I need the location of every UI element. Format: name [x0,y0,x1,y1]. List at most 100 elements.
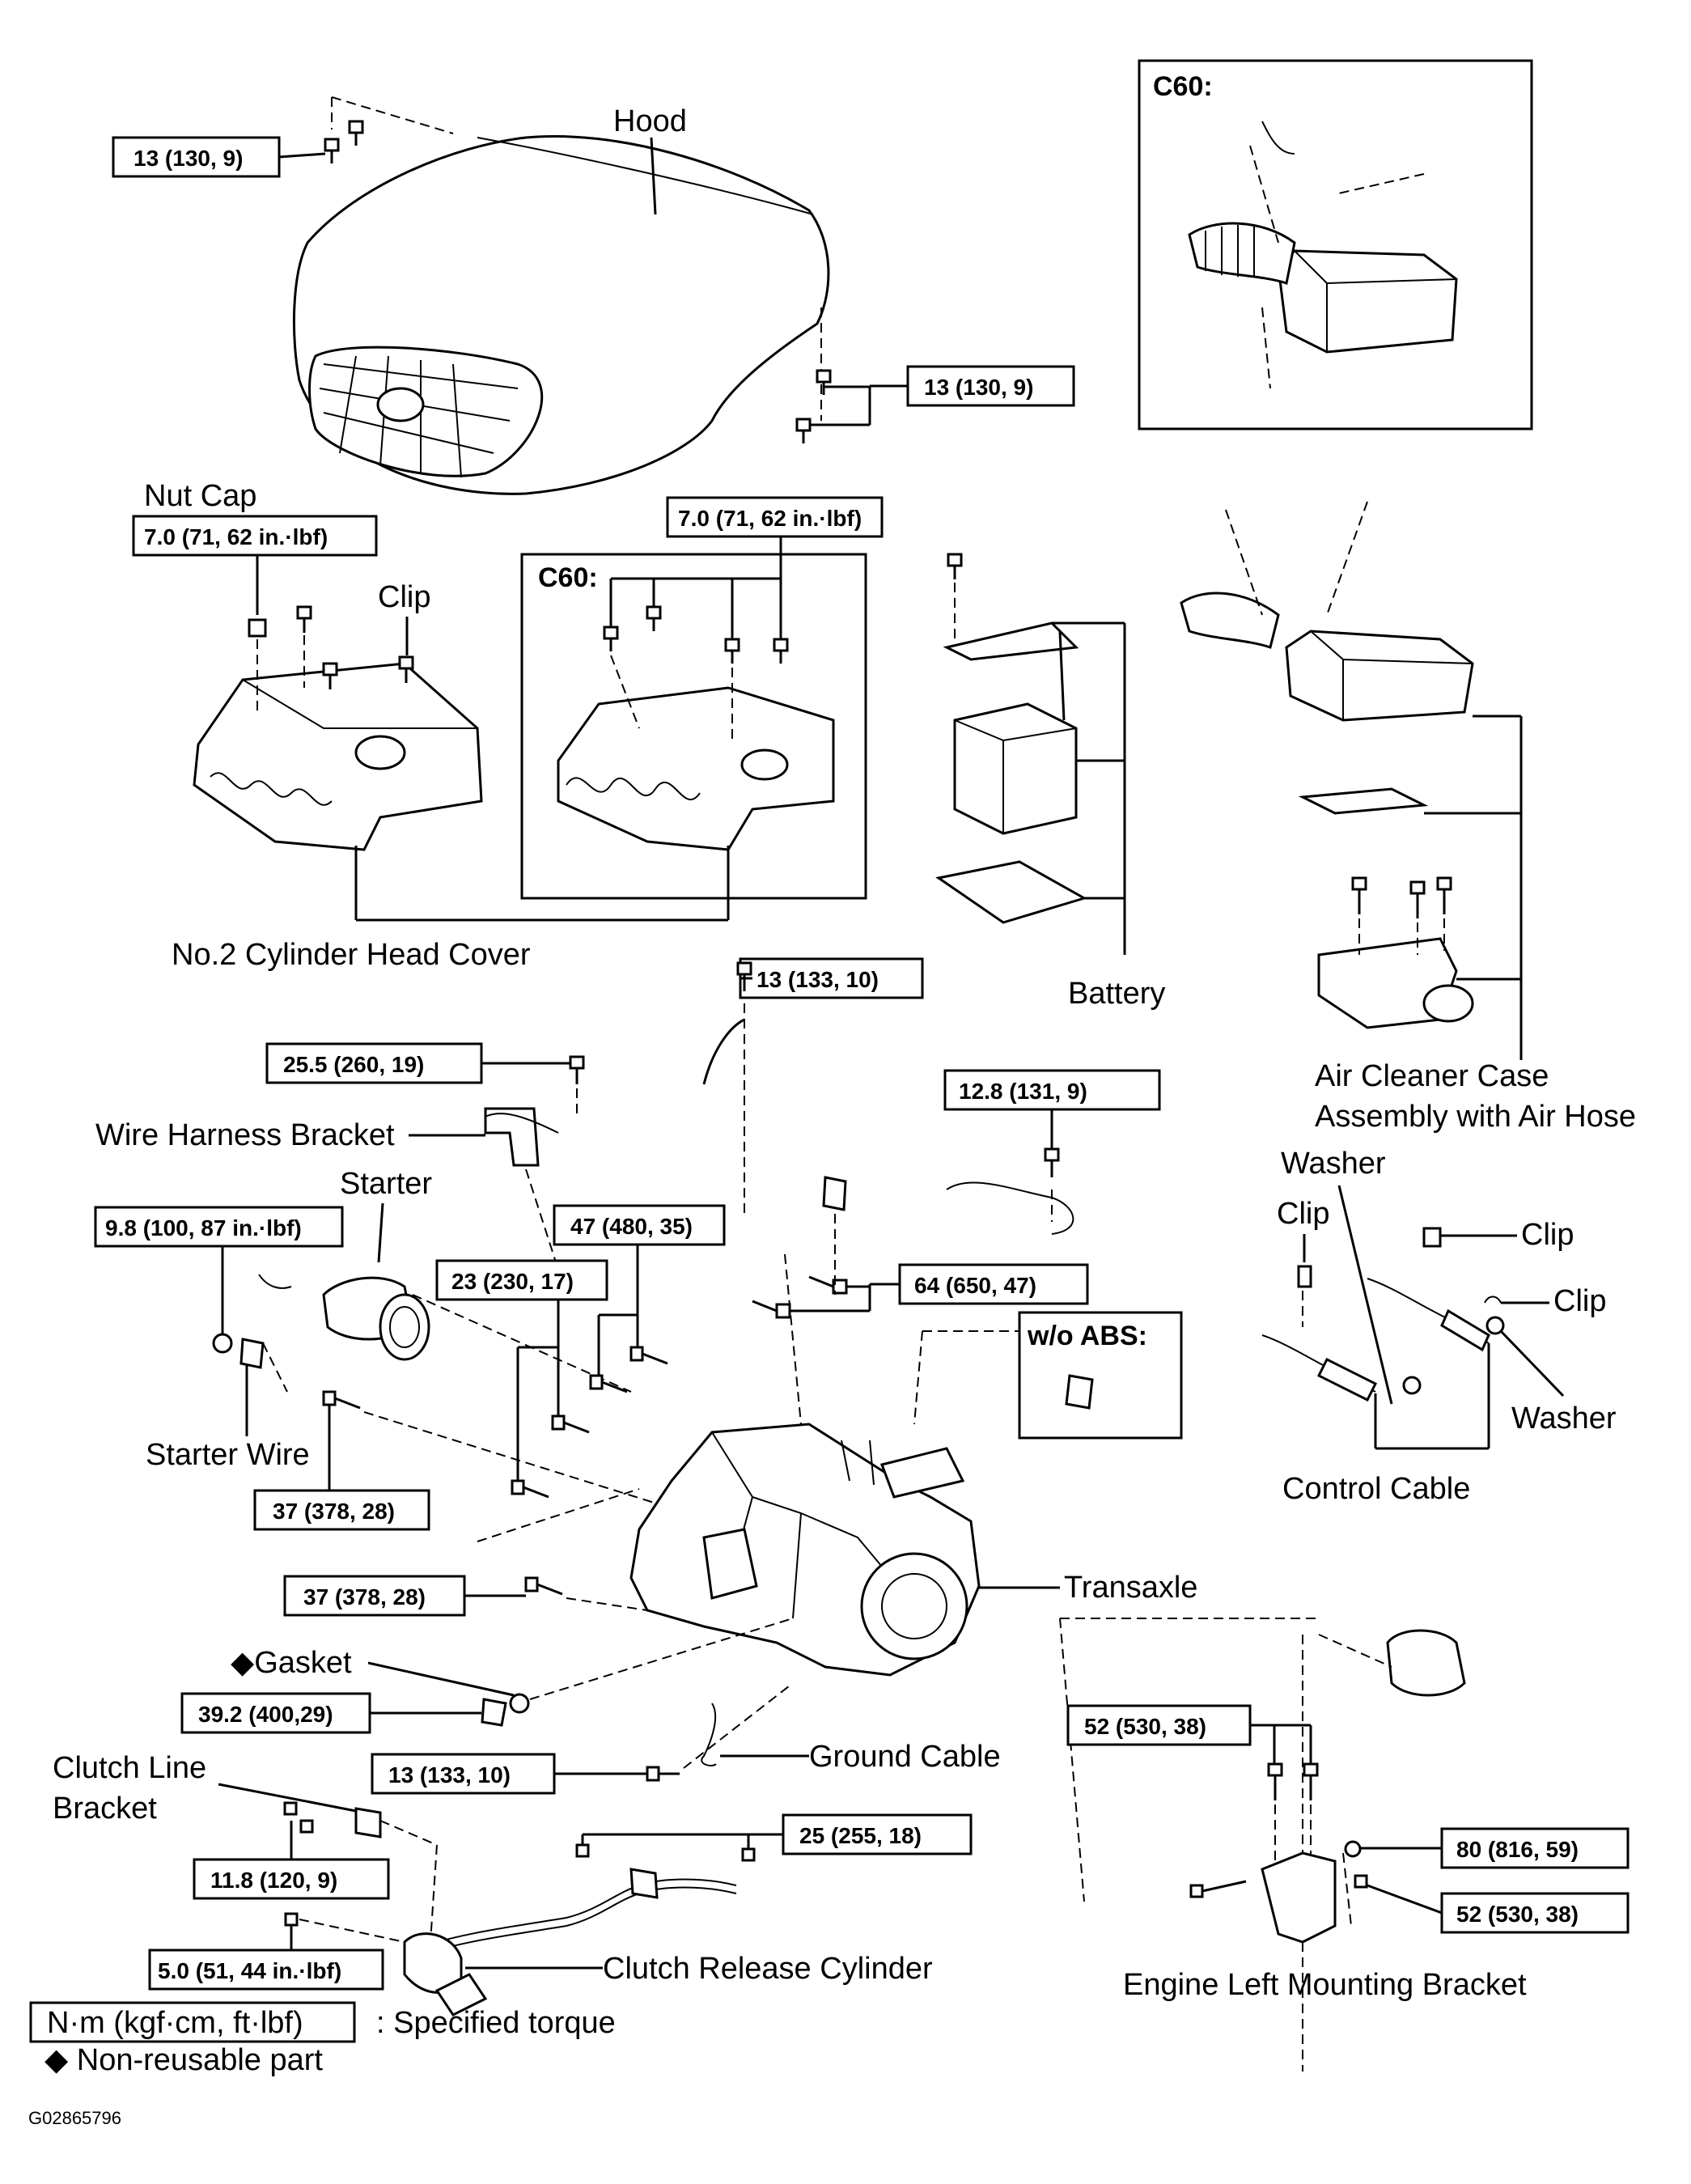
cover-bolt [724,638,740,664]
torque-box [1440,1892,1630,1934]
hood-bolt [816,369,832,395]
torque-box [265,1042,483,1084]
torque-box [1066,1704,1252,1746]
hood-label: Hood [613,104,687,138]
trans-bolt [589,1374,628,1393]
gasket-label: ◆Gasket [231,1646,352,1680]
hood-drawing [292,134,830,495]
trans-bolt [629,1346,668,1365]
hood-bolt [348,120,364,146]
torque-hood-top: 13 (130, 9) [134,146,243,171]
control-cable-label: Control Cable [1282,1472,1470,1506]
torque-harness-right: 12.8 (131, 9) [959,1079,1087,1104]
air-cleaner-drawing [1180,592,1474,1029]
hood-bolt [324,138,340,163]
torque-box [180,1692,371,1734]
trans-bolt [752,1300,791,1319]
trans-bolt [808,1275,848,1295]
torque-box [553,1204,726,1246]
nut-cap-label: Nut Cap [144,479,256,513]
torque-starter-bolt: 37 (378, 28) [273,1499,395,1524]
transaxle-drawing [629,1423,981,1677]
clutch-line-bracket-drawing [354,1807,382,1838]
air-cleaner-bolt [1351,876,1367,914]
torque-bolt-64: 64 (650, 47) [914,1273,1036,1298]
ground-bolt [736,961,752,991]
mount-bolt [1354,1874,1368,1889]
air-cleaner-label-2: Assembly with Air Hose [1315,1100,1636,1134]
wo-abs-connector [1065,1374,1094,1410]
trans-bolt [511,1479,549,1499]
torque-box [739,957,924,999]
harness-bolt [1044,1147,1060,1177]
torque-trans-bolt: 37 (378, 28) [303,1584,426,1609]
torque-box [112,136,281,178]
starter-nut [212,1333,233,1354]
transaxle-label: Transaxle [1064,1571,1197,1605]
torque-drain-plug: 39.2 (400,29) [198,1702,333,1727]
legend-desc: : Specified torque [376,2006,616,2040]
torque-ground-top: 13 (133, 10) [756,967,879,992]
tube-clip [629,1868,659,1899]
torque-box [148,1949,384,1991]
c60-top-header: C60: [1153,71,1213,102]
starter-wire-label: Starter Wire [146,1438,310,1472]
sensor-connector [822,1176,847,1211]
torque-box [94,1206,344,1248]
clip-right-2 [1484,1296,1502,1304]
starter-drawing [322,1276,430,1361]
mount-bolt [1303,1762,1319,1800]
torque-clutch-50: 5.0 (51, 44 in.·lbf) [158,1958,341,1983]
wo-abs-panel [1018,1311,1183,1440]
torque-starter-nut: 9.8 (100, 87 in.·lbf) [105,1215,302,1240]
legend-unit-box [29,2001,356,2043]
wo-abs-header: w/o ABS: [1027,1321,1147,1351]
washer-right-label: Washer [1511,1402,1617,1436]
engine-mount-insulator [1386,1629,1466,1697]
cover-bolt [603,626,619,651]
clutch-tube [412,1878,737,1951]
torque-bolt-47: 47 (480, 35) [570,1214,693,1239]
trans-bolt [524,1576,563,1596]
cover-bolt [773,638,789,664]
starter-label: Starter [340,1167,432,1201]
figure-code: G02865796 [28,2108,121,2128]
torque-nut-cap: 7.0 (71, 62 in.·lbf) [144,524,328,549]
battery-drawing [935,621,1087,924]
legend-nonreusable: ◆ Non-reusable part [44,2043,323,2077]
torque-box [132,515,378,557]
clutch-line-label-2: Bracket [53,1792,157,1826]
nut-cap [248,618,267,638]
clutch-release-cylinder-drawing [403,1932,488,2016]
engine-left-mounting-bracket-drawing [1261,1851,1337,1944]
starter-wire-terminal [239,1338,265,1369]
torque-box [1440,1827,1630,1869]
clutch-bolt [283,1801,298,1816]
ground-cable-label: Ground Cable [809,1740,1001,1774]
clip-right-2-label: Clip [1553,1284,1606,1318]
bracket-bolt [569,1055,585,1084]
drain-plug [481,1698,507,1727]
washer-right [1485,1316,1505,1335]
clutch-line-label-1: Clutch Line [53,1751,206,1785]
trans-bolt [551,1414,590,1434]
mount-bolt [1189,1880,1247,1898]
c60-cover-drawing [557,686,835,851]
clutch-release-label: Clutch Release Cylinder [603,1952,933,1986]
hood-bolt [795,418,812,443]
clutch-bolt [299,1819,314,1834]
air-cleaner-c60-drawing [1188,121,1458,354]
clip-cover-label: Clip [378,580,430,614]
engine-mount-label: Engine Left Mounting Bracket [1123,1968,1527,2002]
torque-mount-52b: 52 (530, 38) [1456,1902,1579,1927]
mount-bolt [1267,1762,1283,1800]
ground-bolt [646,1766,680,1782]
torque-mount-80: 80 (816, 59) [1456,1837,1579,1862]
torque-clutch-25: 25 (255, 18) [799,1823,922,1848]
legend-unit: N·m (kgf·cm, ft·lbf) [47,2006,303,2040]
torque-bolt-23: 23 (230, 17) [451,1269,574,1294]
clutch-bolt [284,1912,299,1927]
wire-harness-bracket-drawing [484,1107,559,1167]
torque-box [435,1259,608,1301]
